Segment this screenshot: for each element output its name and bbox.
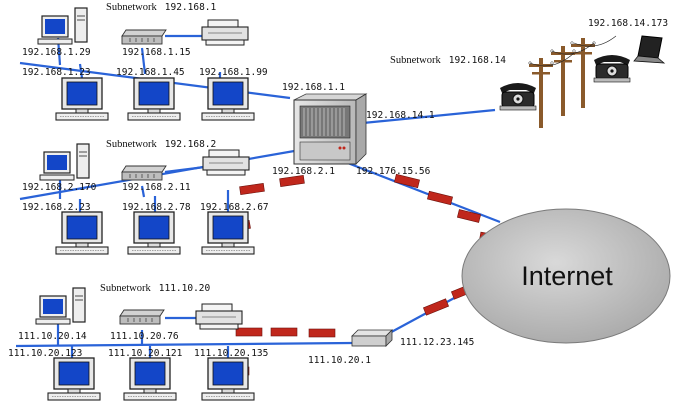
ip-label: 192.168.2.170 — [22, 182, 97, 193]
ip-label: 111.10.20.121 — [108, 348, 183, 359]
ip-label: 192.168.14.1 — [366, 110, 435, 121]
ip-label: 111.10.20.135 — [194, 348, 268, 359]
ip-label: 111.12.23.145 — [400, 337, 474, 348]
subnet2-pc-c — [201, 211, 255, 255]
ip-label: 192.168.1.15 — [122, 47, 191, 58]
subnet2-printer — [202, 149, 250, 176]
subnet3-pc-a — [47, 357, 101, 401]
ip-label: 111.10.20.123 — [8, 348, 82, 359]
subnet2-pc-b — [127, 211, 181, 255]
ip-label: 192.168.1.1 — [282, 82, 345, 93]
internet-cloud: Internet — [461, 208, 671, 344]
ip-label: 192.168.1.29 — [22, 47, 91, 58]
ip-label: 192.168.2.78 — [122, 202, 191, 213]
internet-label: Internet — [521, 261, 613, 291]
subnet1-hub — [121, 29, 167, 45]
utility-poles — [528, 35, 617, 129]
subnet3-pc-b — [123, 357, 177, 401]
edge-router — [351, 329, 393, 347]
ip-label: 192.168.2.23 — [22, 202, 91, 213]
ip-label: 192.168.2.11 — [122, 182, 191, 193]
subnet1-pc-a — [55, 77, 109, 121]
router-cabinet — [293, 93, 368, 165]
ip-label: 192.176.15.56 — [356, 166, 431, 177]
ip-label: 192.168.1.99 — [199, 67, 268, 78]
ip-label: 111.10.20.76 — [110, 331, 179, 342]
ip-label: 192.168.14.173 — [588, 18, 668, 29]
ip-labels: 192.168.1.29 192.168.1.15 192.168.1.23 1… — [8, 18, 668, 366]
subnet1-pc-b — [127, 77, 181, 121]
telephone-right-icon — [593, 54, 631, 83]
subnet3-title: Subnetwork 111.10.20 — [100, 278, 211, 295]
subnet2-pc-a — [55, 211, 109, 255]
subnet1-pc-top — [37, 7, 88, 45]
subnet1-title: Subnetwork 192.168.1 — [106, 0, 217, 14]
subnet14-title: Subnetwork 192.168.14 — [390, 50, 506, 67]
subnet3-hub — [119, 309, 165, 325]
subnet2-title: Subnetwork 192.168.2 — [106, 134, 216, 151]
ip-label: 111.10.20.14 — [18, 331, 87, 342]
telephone-left-icon — [499, 82, 537, 111]
subnet2-pc-top — [39, 143, 90, 181]
laptop-icon — [633, 35, 666, 64]
ip-label: 111.10.20.1 — [308, 355, 371, 366]
subnet1-printer — [201, 19, 249, 46]
ip-label: 192.168.1.45 — [116, 67, 185, 78]
subnet3-pc-c — [201, 357, 255, 401]
subnet3-printer — [195, 303, 243, 330]
ip-label: 192.168.2.67 — [200, 202, 269, 213]
subnet1-pc-c — [201, 77, 255, 121]
subnet3-pc-top — [35, 287, 86, 325]
subnet2-hub — [121, 165, 167, 181]
ip-label: 192.168.2.1 — [272, 166, 335, 177]
ip-label: 192.168.1.23 — [22, 67, 91, 78]
